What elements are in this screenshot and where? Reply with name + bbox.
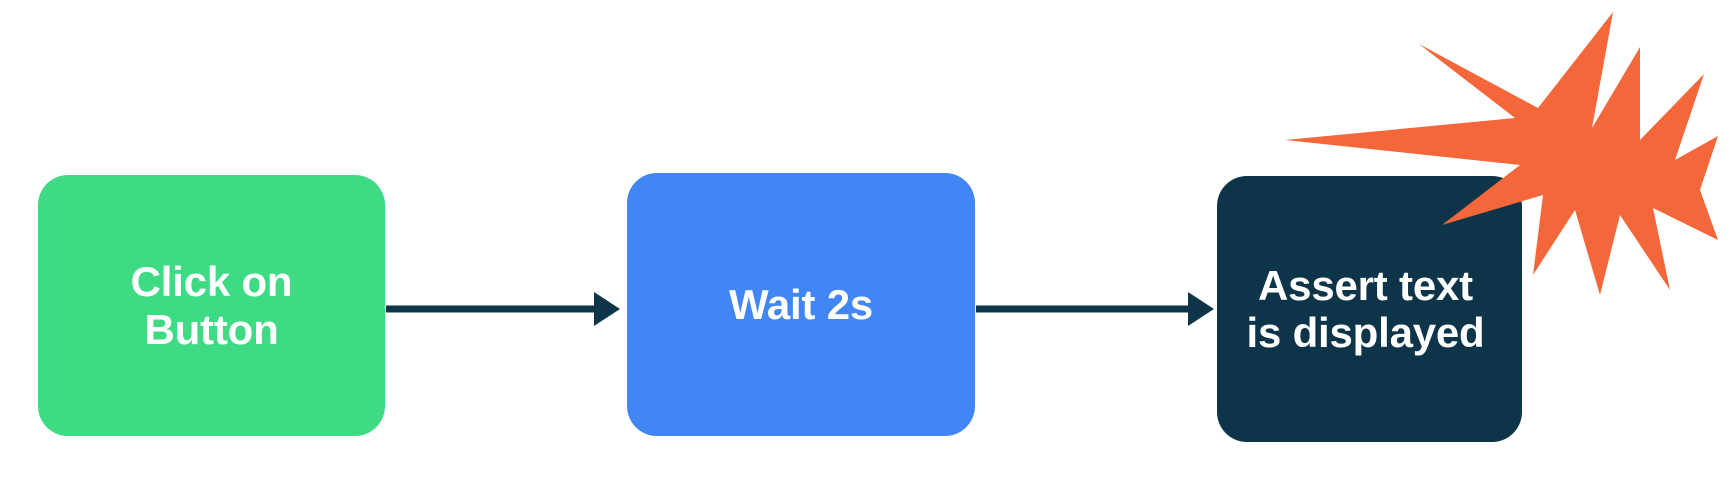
arrowhead-icon xyxy=(1188,292,1214,326)
flow-node-click-on-button-label: Click on Button xyxy=(130,258,293,353)
flow-node-wait-2s-label: Wait 2s xyxy=(728,280,874,328)
starburst-icon xyxy=(1285,12,1718,295)
flow-node-assert-text-is-displayed-label: Assert text is displayed xyxy=(1246,261,1485,356)
flow-node-wait-2s[interactable]: Wait 2s xyxy=(627,173,975,436)
flow-edge-click-to-wait xyxy=(386,292,620,326)
flow-edge-wait-to-assert xyxy=(976,292,1214,326)
flow-node-click-on-button[interactable]: Click on Button xyxy=(38,175,385,436)
arrowhead-icon xyxy=(594,292,620,326)
flow-node-assert-text-is-displayed[interactable]: Assert text is displayed xyxy=(1217,176,1522,442)
